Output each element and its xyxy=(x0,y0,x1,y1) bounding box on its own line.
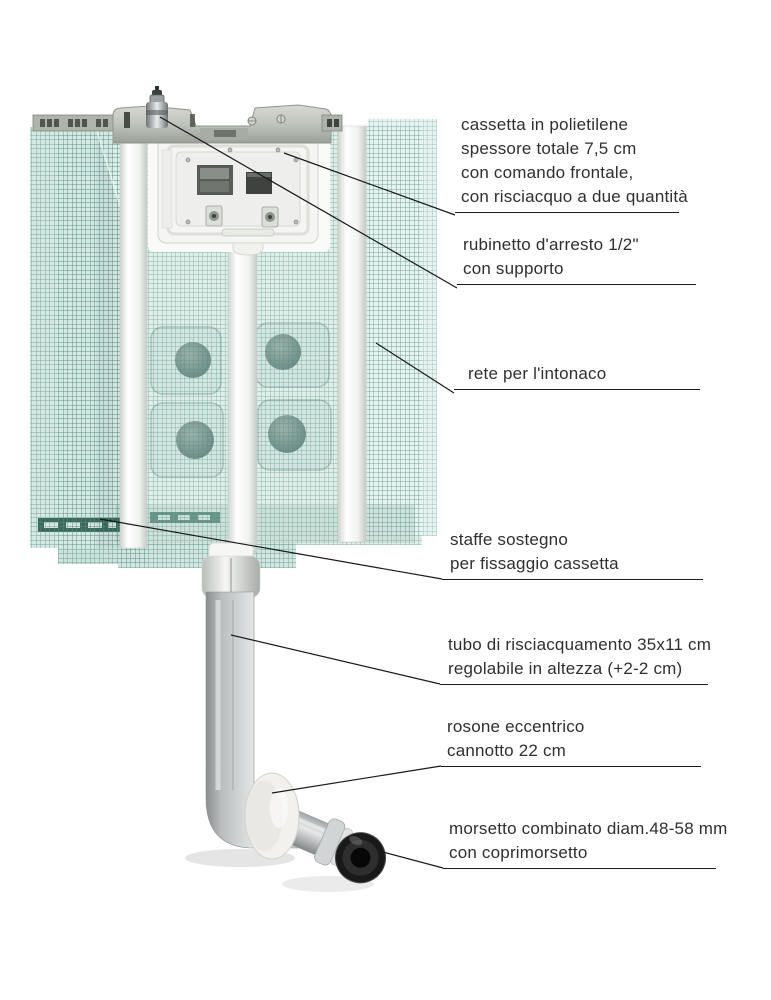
outlet-assembly xyxy=(244,772,387,884)
leader-line-morsetto xyxy=(378,850,444,869)
clamp-black-fitting xyxy=(335,832,387,884)
callout-rosone: rosone eccentrico cannotto 22 cm xyxy=(441,715,701,767)
leader-line-rubinetto xyxy=(159,116,458,289)
callout-text-line: per fissaggio cassetta xyxy=(450,554,619,573)
callout-text-line: rosone eccentrico xyxy=(447,717,585,736)
leader-line-cassetta xyxy=(283,152,456,216)
callout-text-line: regolabile in altezza (+2-2 cm) xyxy=(448,659,683,678)
callout-text-line: rubinetto d'arresto 1/2" xyxy=(463,235,639,254)
callout-text-line: tubo di risciacquamento 35x11 cm xyxy=(448,635,712,654)
callout-staffe: staffe sostegno per fissaggio cassetta xyxy=(442,528,703,580)
callout-text-line: con supporto xyxy=(463,259,564,278)
callout-rubinetto: rubinetto d'arresto 1/2" con supporto xyxy=(457,233,696,285)
leader-line-rete xyxy=(375,342,455,394)
callout-morsetto: morsetto combinato diam.48-58 mm con cop… xyxy=(443,817,728,869)
shutoff-valve xyxy=(146,86,168,128)
front-access-panel xyxy=(148,130,330,256)
leader-line-tubo xyxy=(230,634,441,685)
top-assembly xyxy=(32,86,343,144)
leader-lines xyxy=(99,116,458,869)
rosone-disc xyxy=(244,772,300,860)
callout-text-line: con coprimorsetto xyxy=(449,843,588,862)
callout-text-line: con comando frontale, xyxy=(461,163,634,182)
callout-text-line: morsetto combinato diam.48-58 mm xyxy=(449,819,728,838)
leader-line-rosone xyxy=(271,765,442,794)
callout-text-line: rete per l'intonaco xyxy=(468,364,607,383)
callout-text-line: cannotto 22 cm xyxy=(447,741,567,760)
callout-text-line: spessore totale 7,5 cm xyxy=(461,139,637,158)
callout-text-line: staffe sostegno xyxy=(450,530,568,549)
callout-rete: rete per l'intonaco xyxy=(454,362,700,390)
callout-tubo: tubo di risciacquamento 35x11 cm regolab… xyxy=(440,633,712,685)
leader-line-staffe xyxy=(99,518,443,580)
callout-cassetta: cassetta in polietilene spessore totale … xyxy=(455,113,688,213)
callout-text-line: cassetta in polietilene xyxy=(461,115,629,134)
callout-text-line: con risciacquo a due quantità xyxy=(461,187,688,206)
